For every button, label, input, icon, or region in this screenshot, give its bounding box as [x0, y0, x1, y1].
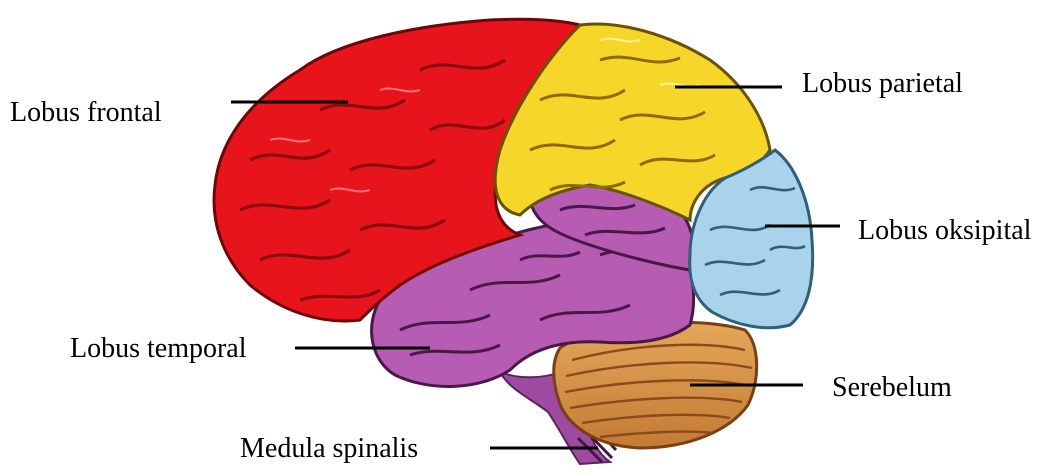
label-spinal-cord: Medula spinalis [240, 435, 418, 463]
label-occipital-lobe: Lobus oksipital [858, 217, 1031, 245]
label-temporal-lobe: Lobus temporal [70, 335, 247, 363]
label-frontal-lobe: Lobus frontal [10, 99, 162, 127]
label-cerebellum: Serebelum [832, 374, 952, 402]
label-parietal-lobe: Lobus parietal [802, 70, 963, 98]
